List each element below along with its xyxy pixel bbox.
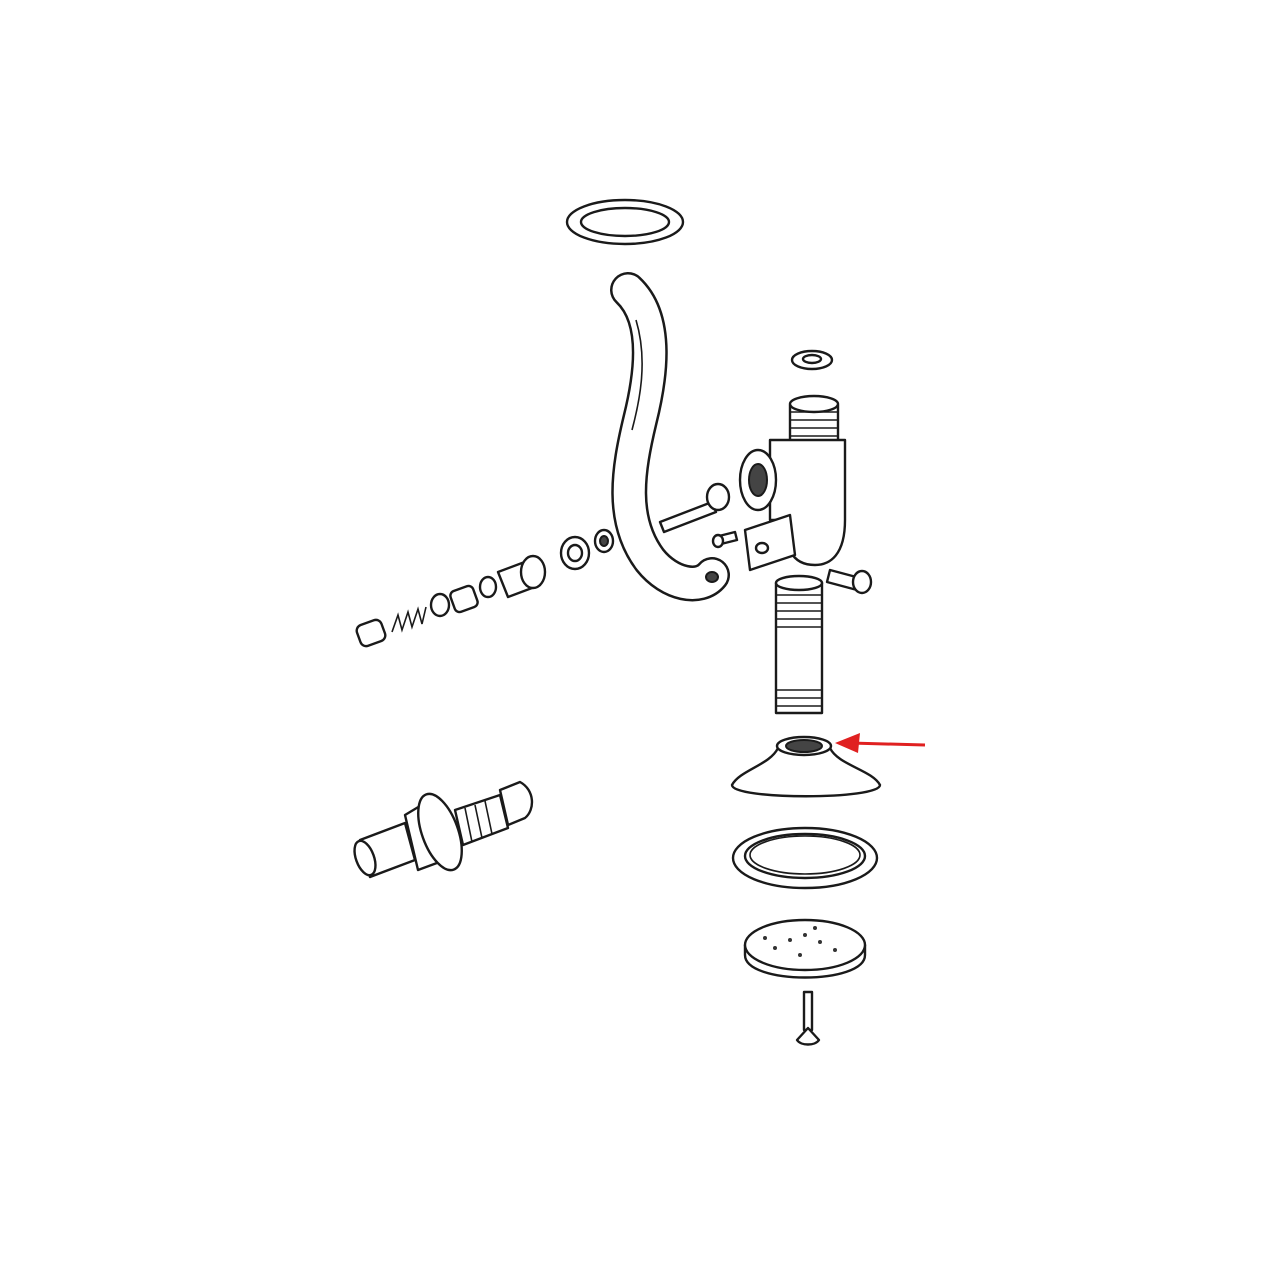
small-set-screw xyxy=(711,530,739,549)
spring xyxy=(391,606,427,633)
bonnet-nut xyxy=(496,554,547,599)
valve-body xyxy=(738,394,847,572)
cartridge-assembly-parts xyxy=(355,528,615,648)
small-washer xyxy=(790,349,834,371)
highlight-arrow xyxy=(835,733,926,753)
bottom-screw xyxy=(795,990,821,1046)
nut xyxy=(593,528,615,554)
pipe-nipple xyxy=(774,574,824,715)
pin xyxy=(825,568,873,595)
spout-gooseneck xyxy=(610,272,730,602)
gasket-ring xyxy=(731,826,879,890)
o-ring xyxy=(429,592,451,618)
washer-ring xyxy=(559,535,591,571)
top-ring-washer xyxy=(565,198,685,246)
spout-screw xyxy=(658,482,731,534)
strainer-plate xyxy=(743,918,867,979)
cap xyxy=(355,618,387,648)
valve-cartridge xyxy=(353,780,534,879)
seat xyxy=(449,584,479,614)
flange-threaded-insert xyxy=(730,735,882,798)
o-ring-2 xyxy=(478,575,498,599)
